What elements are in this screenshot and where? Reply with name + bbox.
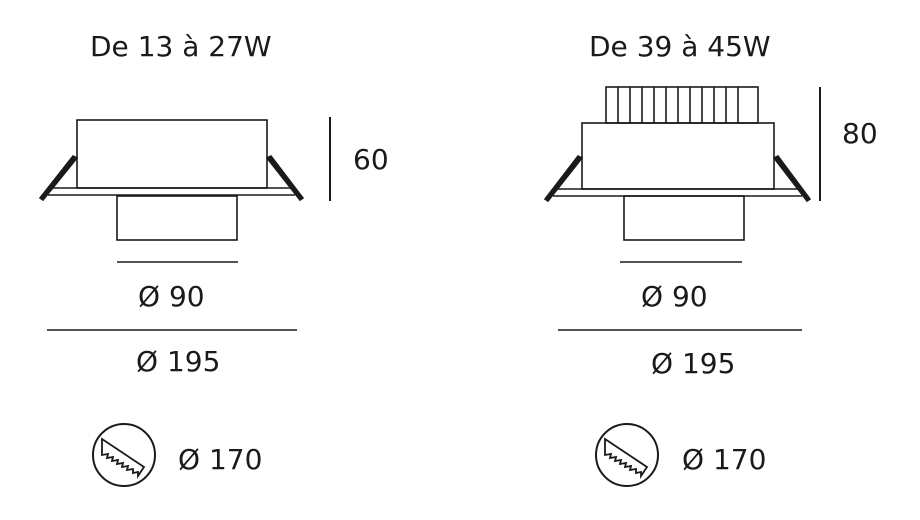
left-fixture-drawing <box>38 117 331 331</box>
right-height-dimension: 80 <box>842 117 878 150</box>
right-fixture-drawing <box>543 86 821 331</box>
saw-cutout-icon <box>595 423 659 487</box>
right-outer-diameter: Ø 195 <box>651 347 736 380</box>
right-title: De 39 à 45W <box>589 30 771 63</box>
left-inner-diameter: Ø 90 <box>138 280 205 313</box>
heat-sink-fins <box>605 86 759 124</box>
left-height-dimension: 60 <box>353 143 389 176</box>
saw-cutout-icon <box>92 423 156 487</box>
left-title: De 13 à 27W <box>90 30 272 63</box>
right-inner-diameter: Ø 90 <box>641 280 708 313</box>
right-cutout-diameter: Ø 170 <box>682 443 767 476</box>
left-outer-diameter: Ø 195 <box>136 345 221 378</box>
left-cutout-diameter: Ø 170 <box>178 443 263 476</box>
